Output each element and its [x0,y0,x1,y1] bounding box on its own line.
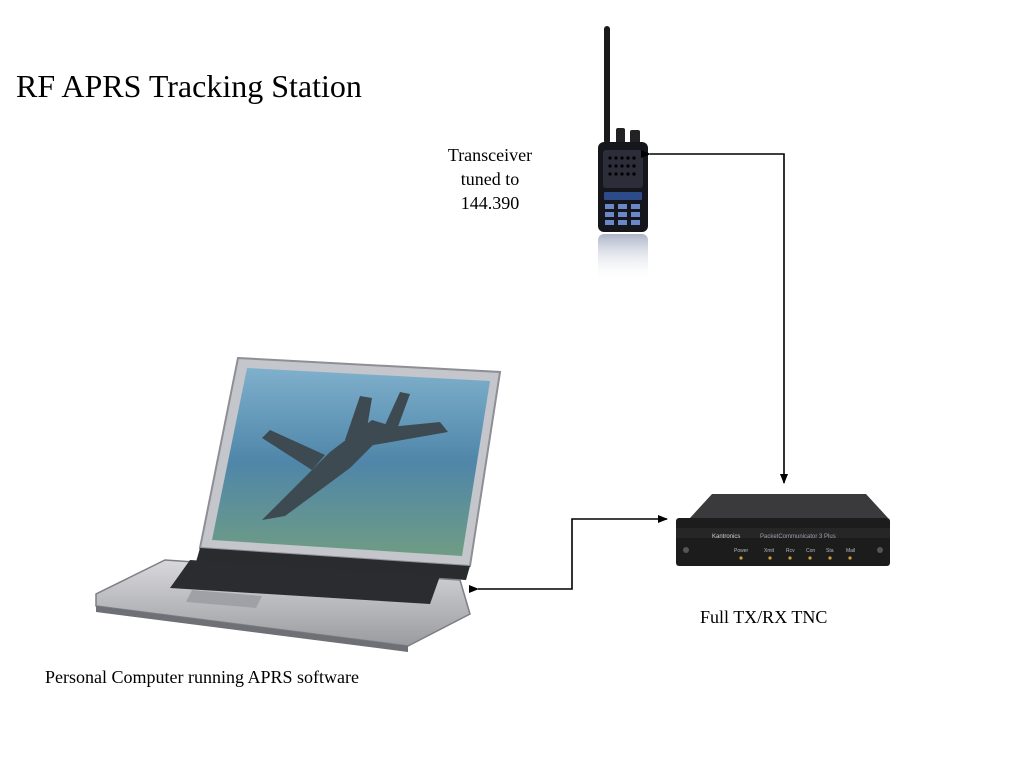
tnc-model: PacketCommunicator 3 Plus [760,534,836,540]
tnc-led-label: Con [806,548,815,554]
tnc-led-label: Rcv [786,548,795,554]
handheld-radio-icon [598,26,648,282]
computer-label: Personal Computer running APRS software [45,667,359,687]
transceiver-label-line: tuned to [460,169,520,189]
connector-lines [469,150,788,593]
tnc-led-label: Mail [846,548,855,554]
transceiver-label-line: 144.390 [460,193,520,213]
laptop-icon [95,356,502,652]
slide-title: RF APRS Tracking Station [16,68,362,104]
tnc-brand: Kantronics [712,534,740,540]
tnc-led-label: Power [734,548,749,554]
tnc-modem-icon: Kantronics PacketCommunicator 3 Plus Pow… [676,494,890,566]
transceiver-label-line: Transceiver [447,145,533,165]
tnc-led-label: Xmit [764,548,775,554]
tnc-label: Full TX/RX TNC [700,607,828,627]
tnc-led-label: Sta [826,548,834,554]
radio-tnc-connector [641,150,788,484]
transceiver-label: Transceiver tuned to 144.390 [430,143,550,215]
laptop-tnc-connector [469,515,668,593]
